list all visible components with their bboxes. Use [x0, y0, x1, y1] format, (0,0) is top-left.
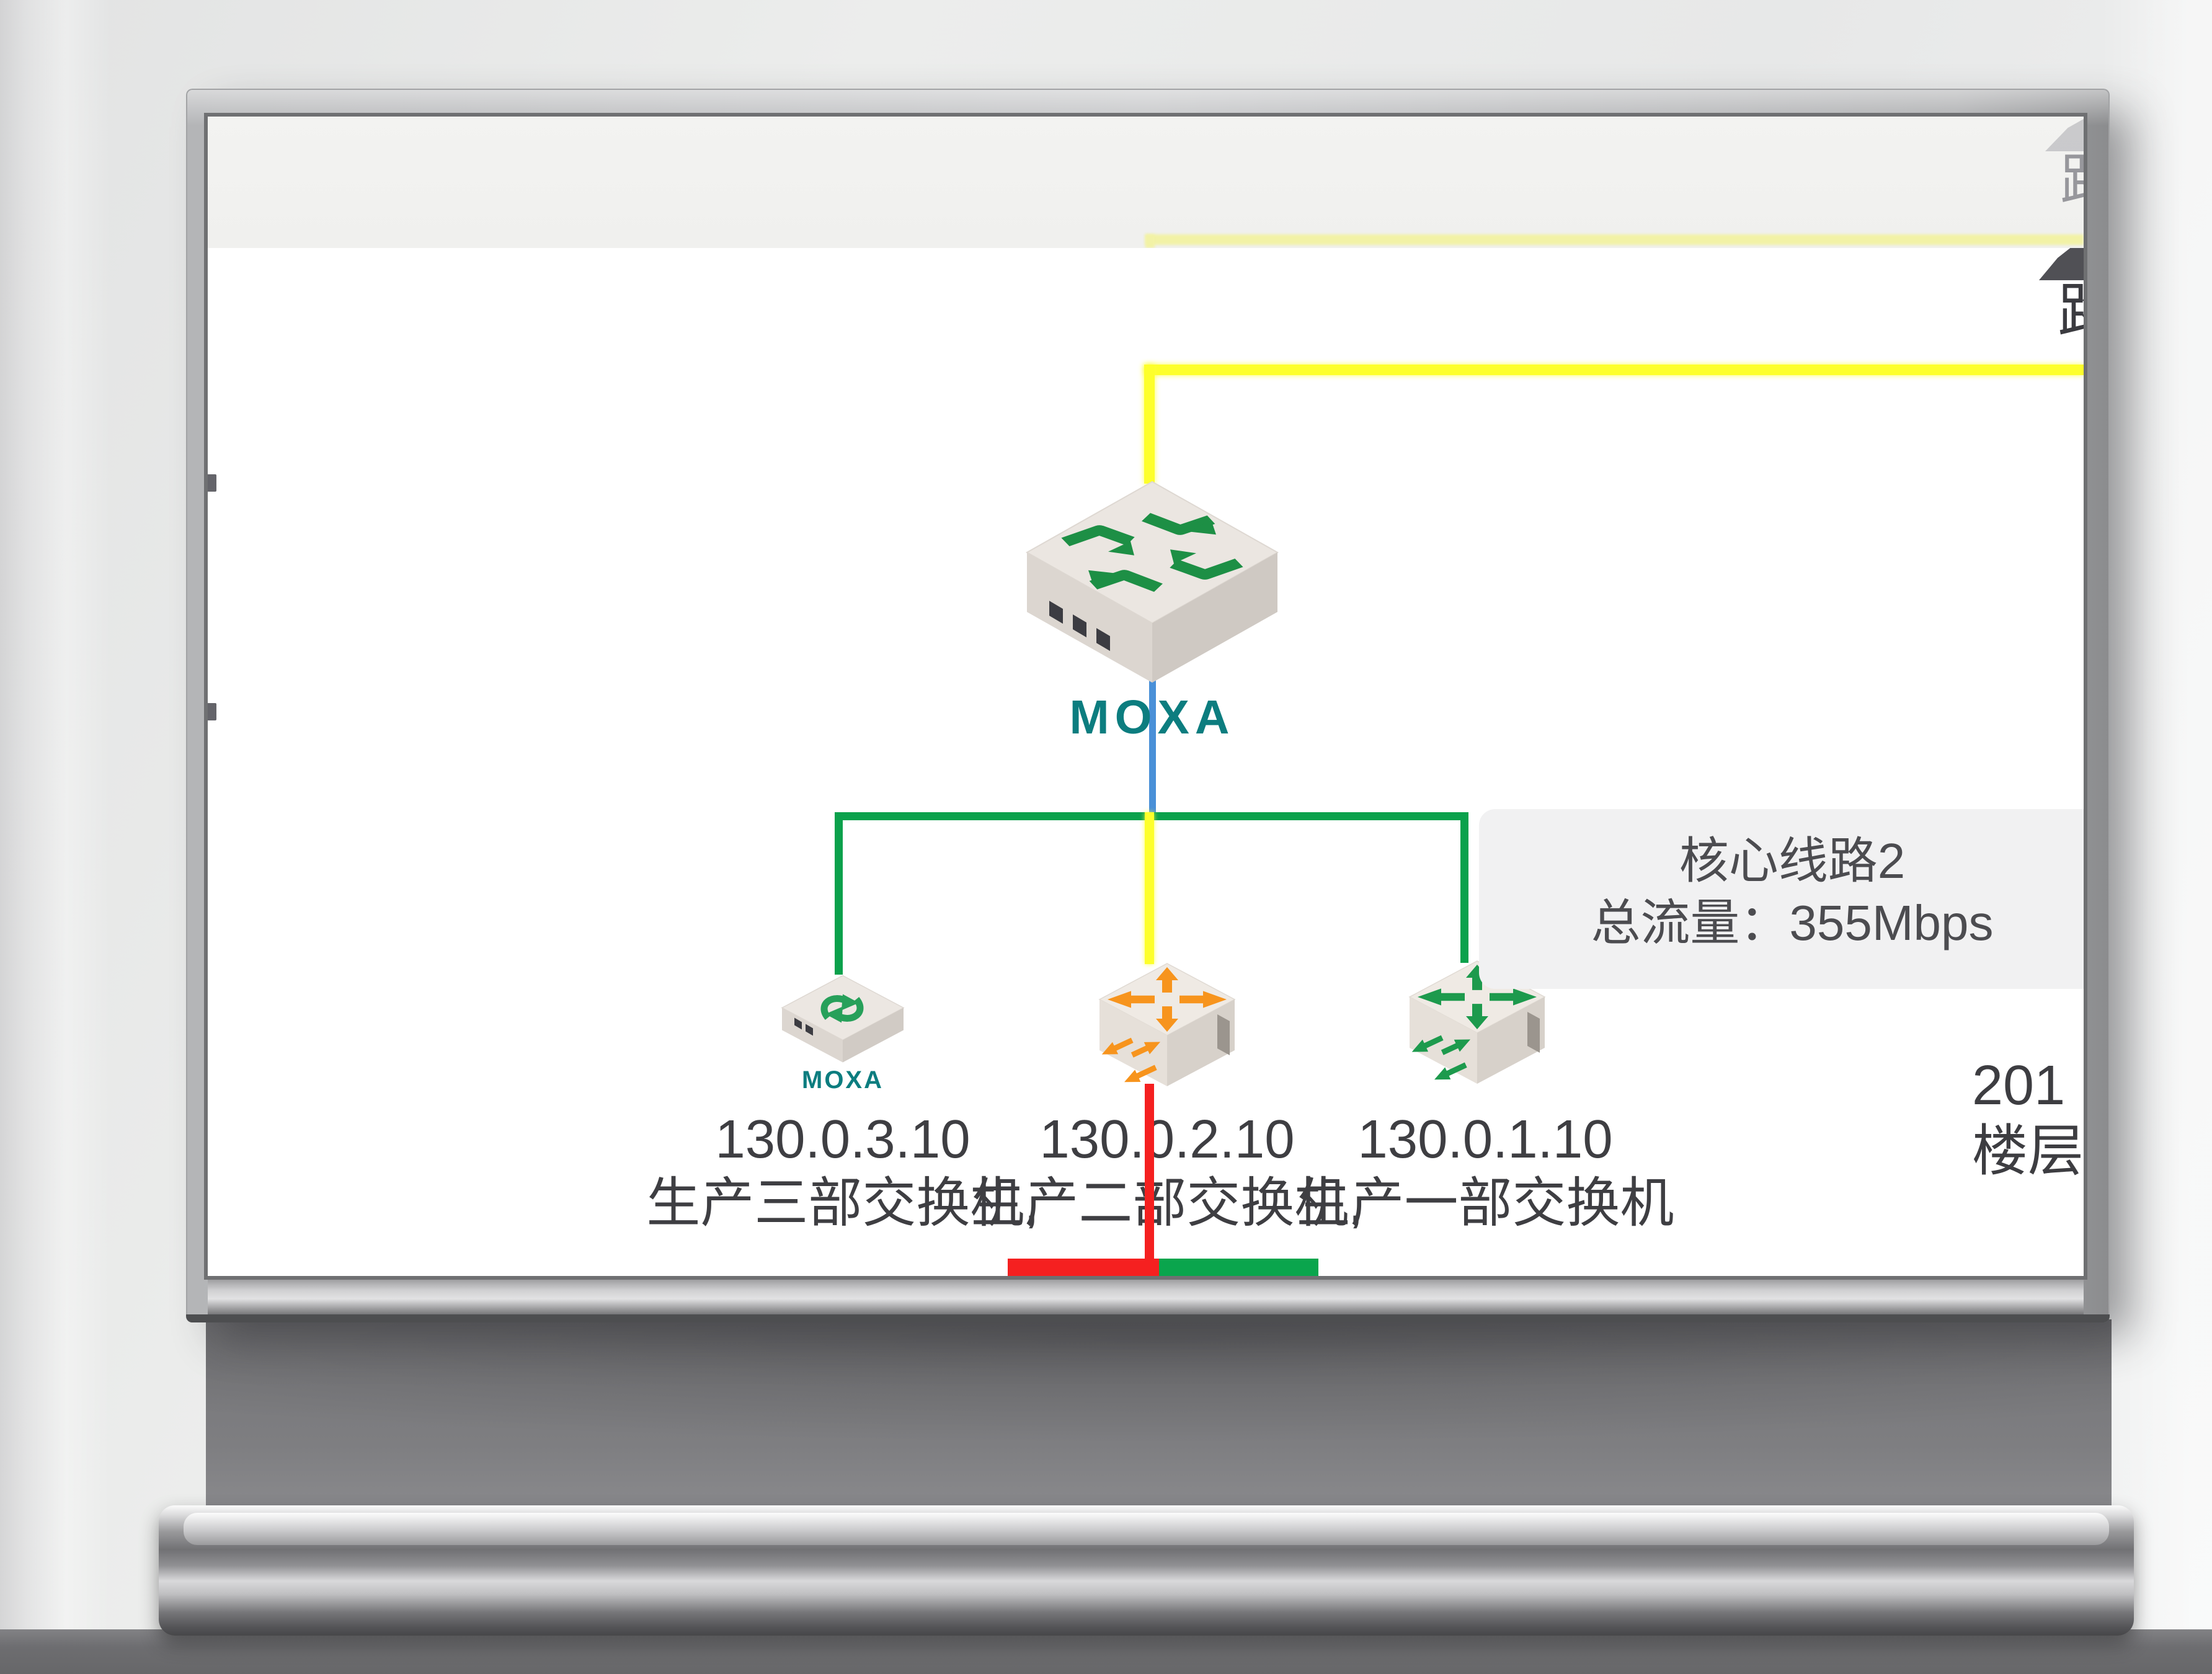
switch-node-left-label: 130.0.3.10 生产三部交换机, — [638, 1107, 1047, 1235]
alert-link-line — [1145, 1084, 1154, 1260]
cutoff-router-label-dim: 路 — [2060, 151, 2084, 211]
switch-icon-left[interactable] — [777, 970, 908, 1066]
node-ip: 130.0.1.10 — [1357, 1109, 1613, 1169]
node-name: 生产一部交换机 — [1296, 1173, 1674, 1233]
moxa-brand-logo-small: MOXA — [802, 1066, 884, 1094]
cutoff-router-icon-dim — [2045, 118, 2084, 151]
floor — [0, 1629, 2212, 1674]
branch-line-middle — [1145, 812, 1154, 964]
monitor-bottom-bezel — [208, 1280, 2084, 1314]
switch-icon-middle[interactable] — [1096, 961, 1238, 1088]
node-ip: 130.0.2.10 — [1039, 1109, 1295, 1169]
node-name: 生产三部交换机, — [646, 1173, 1039, 1233]
building-label-partial: 201 楼层 — [1972, 1053, 2084, 1184]
bezel-notch-bottom — [208, 703, 216, 720]
alert-bar-red — [1008, 1259, 1159, 1276]
kiosk-base-highlight — [184, 1513, 2109, 1545]
building-label-line2: 楼层 — [1972, 1120, 2084, 1182]
network-topology-canvas[interactable]: 路 路 — [208, 117, 2084, 1276]
switch-node-right-label: 130.0.1.10 生产一部交换机 — [1281, 1107, 1690, 1235]
node-ip: 130.0.3.10 — [715, 1109, 971, 1169]
app-header: 路 — [208, 117, 2084, 248]
kiosk-base — [159, 1505, 2134, 1636]
moxa-brand-logo: MOXA — [1069, 691, 1235, 744]
branch-line-left — [835, 812, 843, 975]
switch-node-middle-label: 130.0.2.10 生产二部交换机, — [962, 1107, 1372, 1235]
highlight-box-corner — [1145, 234, 1155, 248]
traffic-tooltip: 核心线路2 总流量：355Mbps — [1479, 809, 2084, 989]
monitor-frame: 路 路 — [186, 89, 2110, 1322]
monitor-bottom-edge — [186, 1314, 2110, 1322]
uplink-line-vertical — [1144, 365, 1155, 484]
cutoff-router-icon[interactable] — [2039, 244, 2084, 280]
bezel-notch-top — [208, 474, 216, 492]
uplink-line-horizontal — [1144, 365, 2084, 375]
tooltip-traffic: 总流量：355Mbps — [1591, 895, 1994, 950]
screen-bezel-inner: 路 路 — [204, 113, 2087, 1280]
core-downlink-line — [1149, 678, 1156, 814]
core-switch-icon[interactable] — [1022, 478, 1282, 684]
alert-bar-green — [1159, 1259, 1318, 1276]
highlight-box-border — [1145, 234, 2084, 245]
node-name: 生产二部交换机, — [971, 1173, 1364, 1233]
building-label-line1: 201 — [1972, 1055, 2066, 1117]
cutoff-router-label: 路 — [2058, 280, 2084, 342]
kiosk-stand-column — [206, 1319, 2112, 1513]
tooltip-title: 核心线路2 — [1679, 833, 1906, 888]
branch-line-right — [1460, 812, 1468, 963]
